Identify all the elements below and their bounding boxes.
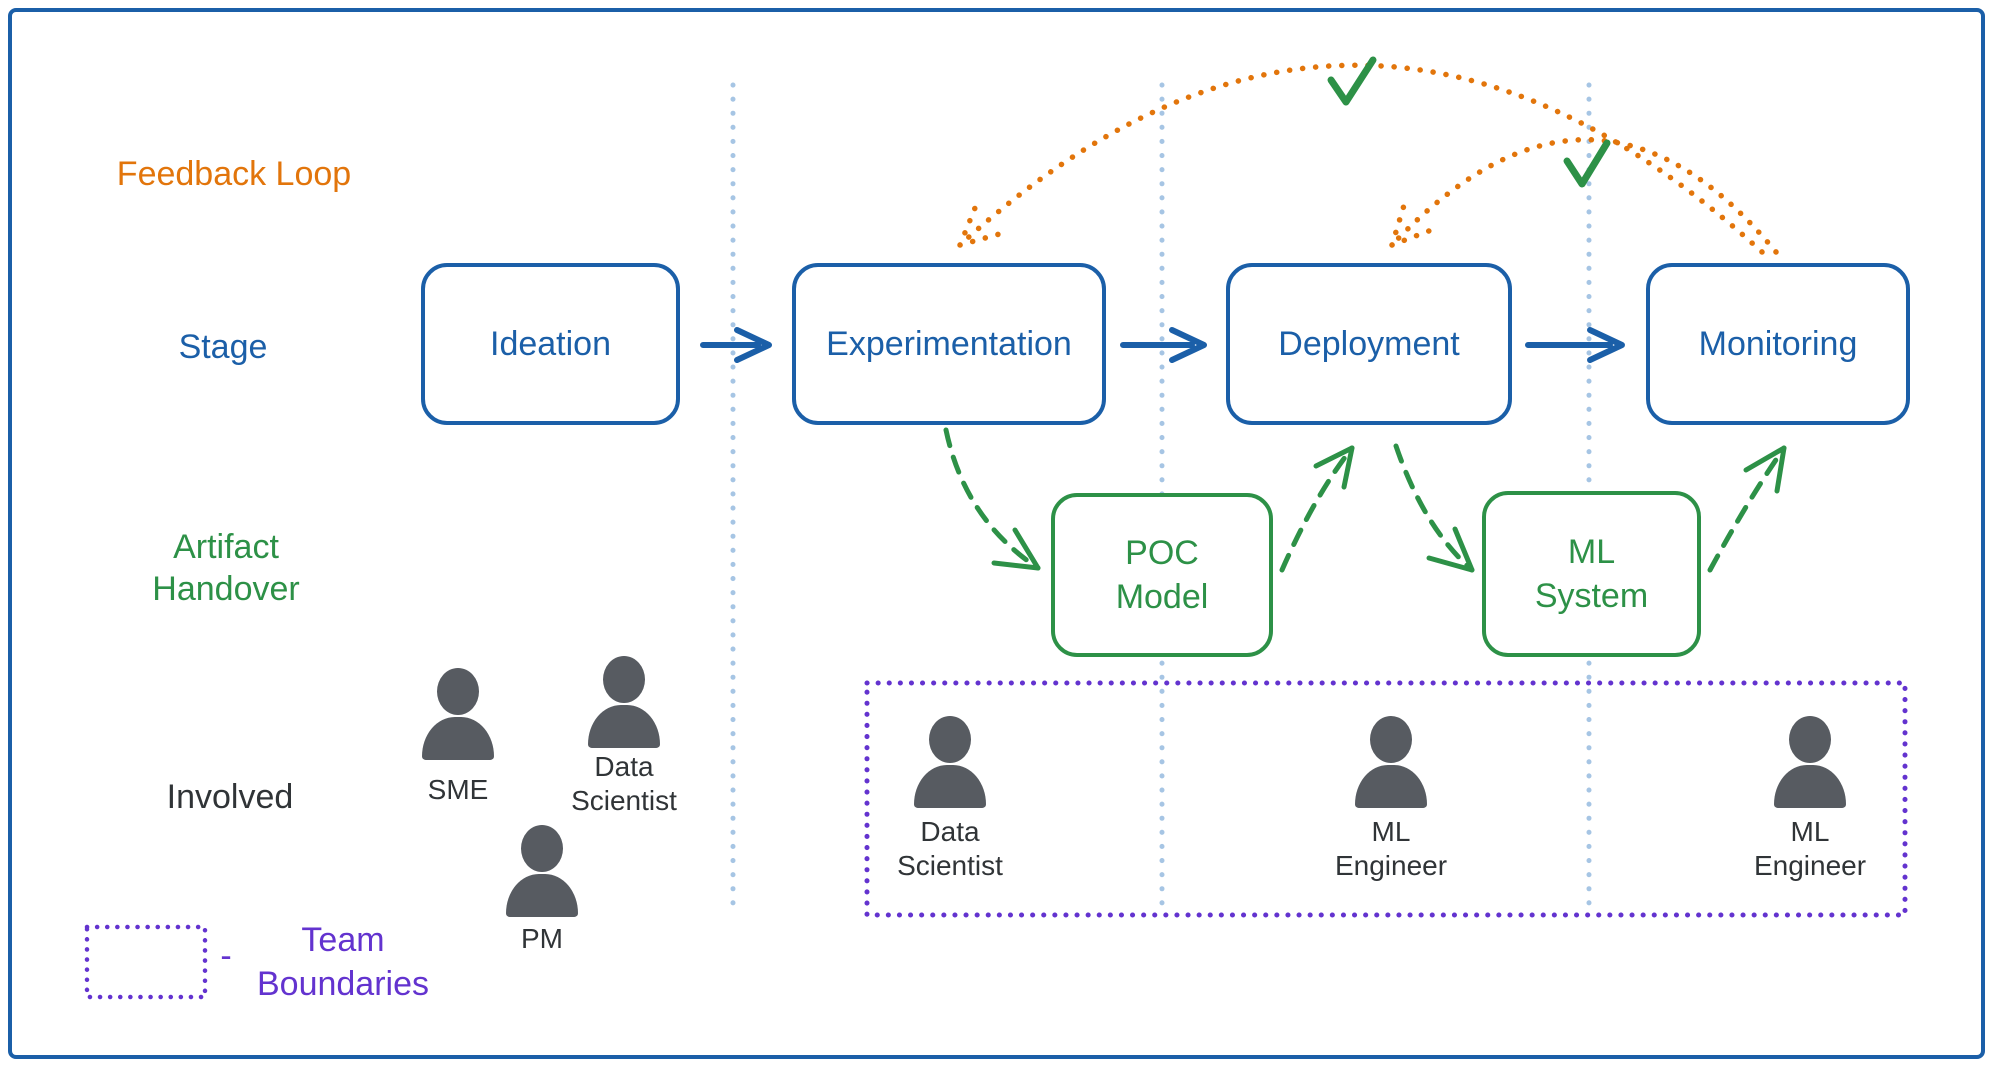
feedback-arrowhead-icon <box>1389 199 1437 248</box>
person-label-pm: PM <box>521 923 563 954</box>
person-label-ml-engineer: ML Engineer <box>1281 815 1501 883</box>
person-head <box>1789 716 1831 763</box>
feedback-arc-monitoring-to-experimentation <box>957 62 1765 255</box>
handover-arrowhead-icon <box>1313 445 1355 490</box>
team-boundaries-legend-swatch <box>84 924 208 1000</box>
artifact-label-line1: POC <box>1125 534 1199 572</box>
person-label-line2: Engineer <box>1753 850 1867 881</box>
person-icon <box>418 668 498 760</box>
team-boundaries-rect <box>864 680 1908 918</box>
person-icon <box>502 825 582 917</box>
stage-label: Monitoring <box>1698 324 1858 363</box>
person-label-data-scientist: Data Scientist <box>514 750 734 818</box>
team-boundaries-label: Team Boundaries <box>243 918 443 1006</box>
person-label-line1: Data <box>594 751 654 782</box>
handover-arrow-mlsystem-to-monitoring <box>1707 445 1787 573</box>
artifact-handover-line2: Handover <box>152 570 300 608</box>
feedback-loop-label: Feedback Loop <box>116 155 352 193</box>
stage-row-label: Stage <box>178 328 268 366</box>
handover-arrow-experimentation-to-poc <box>943 427 1041 571</box>
arrow-right-icon <box>700 327 772 363</box>
stage-label: Ideation <box>490 324 611 363</box>
artifact-label-line1: ML <box>1567 533 1616 571</box>
artifact-label-line2: Model <box>1115 578 1209 616</box>
person-head <box>929 716 971 763</box>
check-icon <box>1563 139 1611 188</box>
person-head <box>437 668 479 715</box>
person-icon <box>1351 716 1431 808</box>
artifact-handover-line1: Artifact <box>173 528 279 566</box>
person-head <box>603 656 645 703</box>
artifact-handover-label: Artifact Handover <box>76 526 376 610</box>
artifact-label-line2: System <box>1534 577 1649 615</box>
person-head <box>521 825 563 872</box>
person-label-line2: Engineer <box>1334 850 1448 881</box>
team-boundaries-line2: Boundaries <box>256 965 429 1003</box>
stage-label: Deployment <box>1278 324 1460 363</box>
artifact-box-ml-system: ML System <box>1482 491 1701 657</box>
person-icon <box>910 716 990 808</box>
outer-border <box>8 8 1985 1059</box>
stage-label: Experimentation <box>826 324 1072 363</box>
stage-box-monitoring: Monitoring <box>1646 263 1910 425</box>
person-icon <box>1770 716 1850 808</box>
handover-arrow-deployment-to-mlsystem <box>1393 443 1475 573</box>
arrow-right-icon <box>1525 327 1625 363</box>
stage-box-deployment: Deployment <box>1226 263 1512 425</box>
feedback-arrowhead-icon <box>957 200 1006 248</box>
person-label-data-scientist: Data Scientist <box>840 815 1060 883</box>
handover-arrowhead-icon <box>991 527 1041 571</box>
check-icon <box>1327 56 1377 106</box>
person-label-line2: Scientist <box>897 850 1003 881</box>
stage-box-ideation: Ideation <box>421 263 680 425</box>
person-label-line1: ML <box>1790 816 1830 847</box>
arrow-right-icon <box>1120 327 1207 363</box>
handover-arrowhead-icon <box>1743 445 1787 494</box>
involved-row-label: Involved <box>166 778 294 816</box>
handover-arrowhead-icon <box>1426 526 1475 573</box>
person-icon <box>584 656 664 748</box>
person-label-line2: Scientist <box>571 785 677 816</box>
team-boundaries-line1: Team <box>301 921 385 959</box>
person-label-sme: SME <box>427 774 489 805</box>
person-label-ml-engineer: ML Engineer <box>1700 815 1920 883</box>
artifact-box-poc-model: POC Model <box>1051 493 1273 657</box>
feedback-arc-monitoring-to-deployment <box>1389 137 1779 255</box>
person-head <box>1370 716 1412 763</box>
stage-box-experimentation: Experimentation <box>792 263 1106 425</box>
legend-dash: - <box>220 937 232 975</box>
person-label-line1: ML <box>1371 816 1411 847</box>
person-label-line1: Data <box>920 816 980 847</box>
handover-arrow-poc-to-deployment <box>1279 445 1355 573</box>
